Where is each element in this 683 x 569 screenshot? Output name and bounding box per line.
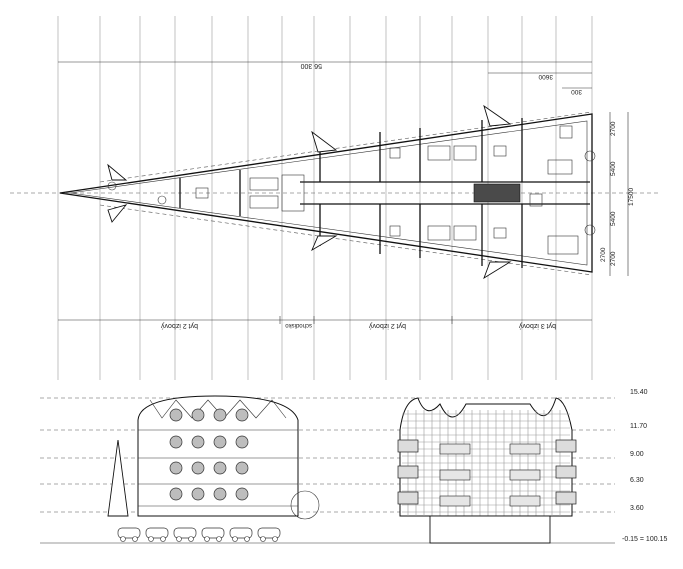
porthole-window [169, 461, 183, 475]
ground-floor [429, 515, 551, 544]
car-wheel [188, 536, 194, 542]
car-wheel [148, 536, 154, 542]
side-elevation [107, 395, 320, 542]
porthole-window [191, 408, 205, 422]
porthole-window [191, 487, 205, 501]
parked-cars [117, 527, 281, 542]
car-wheel [160, 536, 166, 542]
balcony-bands [397, 439, 577, 507]
car-wheel [244, 536, 250, 542]
porthole-window [235, 461, 249, 475]
level-label-4: 6.30 [630, 477, 644, 484]
balcony-mid [509, 443, 541, 455]
entrance-canopy [290, 490, 320, 520]
side-dimensions: 2700 5400 17500 5400 2700 2700 [600, 112, 635, 276]
staircase [281, 174, 305, 212]
zone-dimensions: byt 2 izbový schodisko byt 2 izbový byt … [58, 316, 592, 329]
side-dim-1: 2700 [610, 121, 617, 136]
car-wheel [216, 536, 222, 542]
car [257, 527, 281, 539]
balcony-right [555, 491, 577, 505]
porthole-window [213, 487, 227, 501]
zone-label-4: byt 3 izbový [519, 322, 556, 329]
balcony-mid [439, 469, 471, 481]
car-wheel [204, 536, 210, 542]
balcony-mid [439, 443, 471, 455]
side-dim-3: 17500 [628, 188, 635, 206]
car [117, 527, 141, 539]
porthole-window [213, 408, 227, 422]
porthole-window [169, 487, 183, 501]
car-wheel [260, 536, 266, 542]
zone-label-2: schodisko [285, 322, 312, 328]
front-elevation [397, 397, 577, 544]
porthole-window [169, 435, 183, 449]
balcony-right [555, 465, 577, 479]
level-label-2: 11.70 [630, 423, 647, 430]
stair-core-hatch [473, 183, 521, 203]
balcony-mid [439, 495, 471, 507]
car-wheel [272, 536, 278, 542]
elevations: 15.40 11.70 9.00 6.30 3.60 -0.15 = 100.1… [40, 389, 667, 544]
balcony-mid [509, 469, 541, 481]
zone-label-3: byt 2 izbový [369, 322, 406, 329]
balcony-left [397, 465, 419, 479]
zone-label-1: byt 2 izbový [161, 322, 198, 329]
car-wheel [132, 536, 138, 542]
central-corridor [281, 174, 590, 212]
level-label-3: 9.00 [630, 451, 644, 458]
car [229, 527, 253, 539]
porthole-window [213, 435, 227, 449]
level-label-5: 3.60 [630, 505, 644, 512]
side-dim-4: 5400 [610, 211, 617, 226]
furniture [107, 125, 596, 255]
room-partitions [179, 118, 523, 268]
car [173, 527, 197, 539]
dim-3600-label: 3600 [538, 73, 553, 80]
dim-300-label: 300 [571, 88, 582, 95]
balcony-left [397, 491, 419, 505]
side-dim-5: 2700 [600, 247, 607, 262]
car-wheel [120, 536, 126, 542]
balcony-fins [107, 104, 512, 280]
porthole-window [235, 487, 249, 501]
level-label-1: 15.40 [630, 389, 648, 396]
level-labels: 15.40 11.70 9.00 6.30 3.60 -0.15 = 100.1… [622, 389, 667, 543]
balcony-left [397, 439, 419, 453]
porthole-window [169, 408, 183, 422]
balcony-mid [509, 495, 541, 507]
tree-silhouette [107, 439, 129, 517]
porthole-window [235, 435, 249, 449]
side-dim-6: 2700 [610, 251, 617, 266]
porthole-window [191, 435, 205, 449]
level-label-6: -0.15 = 100.15 [622, 536, 667, 543]
porthole-window [235, 408, 249, 422]
porthole-windows [169, 408, 249, 501]
overall-dimension-label: 56 300 [300, 62, 322, 69]
porthole-window [191, 461, 205, 475]
car-wheel [176, 536, 182, 542]
balcony-right [555, 439, 577, 453]
floor-plan: 56 300 3600 300 [10, 16, 660, 380]
car [201, 527, 225, 539]
porthole-window [213, 461, 227, 475]
side-dim-2: 5400 [610, 161, 617, 176]
car-wheel [232, 536, 238, 542]
car [145, 527, 169, 539]
